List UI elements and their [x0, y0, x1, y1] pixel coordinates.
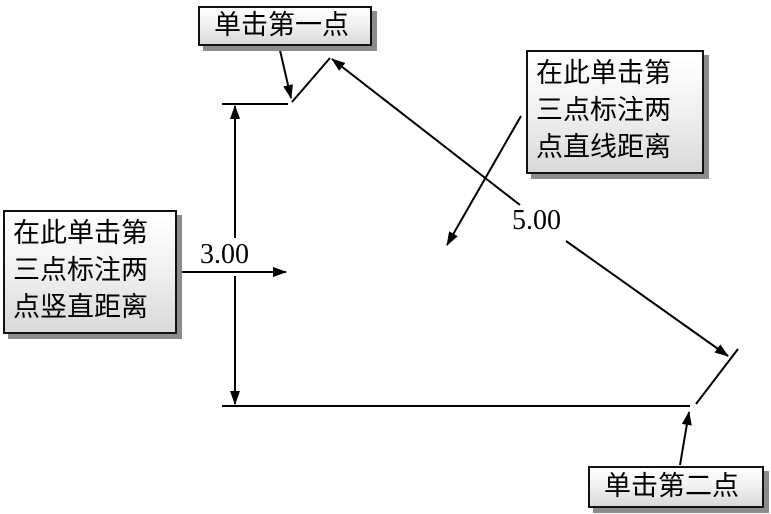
aligned-dimension-arrow-start: [331, 58, 521, 206]
second-point-callout-text: 单击第二点: [604, 471, 739, 502]
aligned-callout-line-2: 三点标注两: [536, 95, 671, 126]
aligned-callout-leader: [446, 115, 522, 246]
aligned-callout-line-3: 点直线距离: [536, 132, 671, 163]
vertical-callout-line-1: 在此单击第: [13, 218, 148, 249]
aligned-dimension-value: 5.00: [512, 205, 561, 236]
first-point-tick: [291, 57, 331, 103]
aligned-dimension-arrow-end: [565, 240, 729, 357]
vertical-dimension-value: 3.00: [200, 239, 249, 270]
aligned-callout-line-1: 在此单击第: [536, 58, 671, 89]
first-point-callout: 单击第一点: [198, 6, 372, 46]
vertical-callout-line-2: 三点标注两: [13, 255, 148, 286]
first-point-leader: [278, 45, 293, 99]
second-point-leader: [679, 411, 692, 466]
vertical-distance-callout: 在此单击第 三点标注两 点竖直距离: [3, 210, 177, 334]
vertical-callout-line-3: 点竖直距离: [13, 292, 148, 323]
aligned-extension-end: [695, 348, 739, 405]
aligned-distance-callout: 在此单击第 三点标注两 点直线距离: [526, 50, 704, 174]
second-point-callout: 单击第二点: [588, 466, 764, 508]
first-point-callout-text: 单击第一点: [214, 10, 349, 41]
